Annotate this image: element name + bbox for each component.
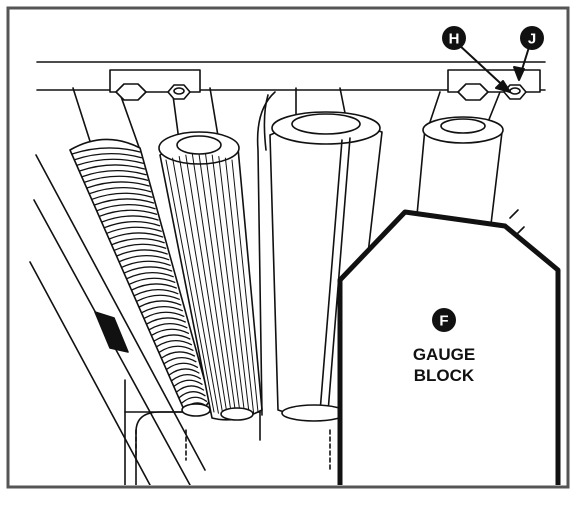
callout-f-badge (432, 308, 456, 332)
callout-f-label: F (439, 313, 448, 330)
split-sleeve-rod (256, 87, 383, 422)
callout-j: J (520, 26, 544, 50)
gauge-block-label-line1: GAUGE (413, 345, 475, 364)
callout-h-badge (442, 26, 466, 50)
fluted-rod (158, 87, 263, 421)
background-struts (29, 154, 206, 485)
clamp-bracket-left (109, 69, 201, 101)
callout-f: F (432, 308, 456, 332)
callout-j-label: J (528, 31, 536, 48)
callout-h: H (442, 26, 466, 50)
spiral-wrap-rod (69, 87, 211, 417)
callout-j-badge (520, 26, 544, 50)
gauge-block-label-line2: BLOCK (414, 366, 475, 385)
gauge-block-shape (337, 209, 561, 485)
callout-h-label: H (449, 31, 460, 48)
